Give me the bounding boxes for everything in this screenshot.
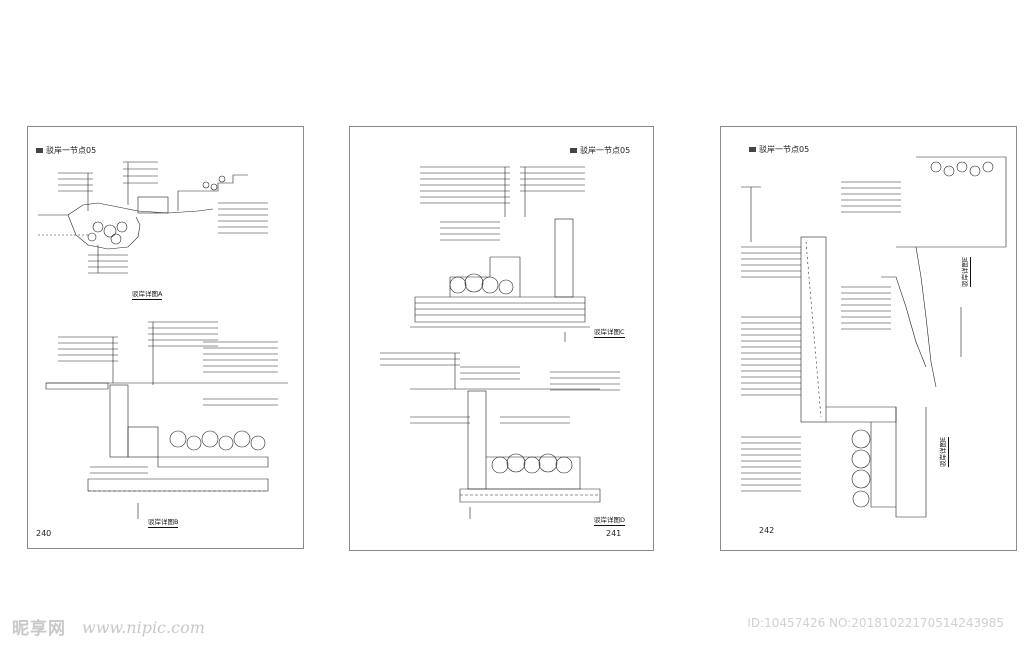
detail-drawings xyxy=(380,166,620,519)
detail-a-section xyxy=(38,161,268,274)
sheet-title: 驳岸一节点05 xyxy=(36,145,96,156)
sheet-title-text: 驳岸一节点05 xyxy=(46,146,97,155)
detail-b-section xyxy=(45,321,288,519)
title-marker-icon xyxy=(570,148,577,153)
detail-e-label-upper: 驳岸详图E xyxy=(959,256,971,287)
drawing-sheet-240: 驳岸一节点05 xyxy=(27,126,304,549)
detail-e-label-lower: 驳岸详图E xyxy=(937,436,949,467)
page-number: 242 xyxy=(759,526,775,535)
drawing-sheet-241: 驳岸一节点05 xyxy=(349,126,654,551)
detail-drawings xyxy=(741,156,1007,518)
drawing-sheet-242: 驳岸一节点05 xyxy=(720,126,1017,551)
watermark-url: www.nipic.com xyxy=(82,618,205,637)
detail-d-section xyxy=(380,352,620,519)
sheet-title-text: 驳岸一节点05 xyxy=(759,145,810,154)
detail-c-label: 驳岸详图C xyxy=(594,328,625,338)
page-number: 240 xyxy=(36,529,52,538)
title-marker-icon xyxy=(36,148,43,153)
detail-d-label: 驳岸详图D xyxy=(594,516,626,526)
detail-b-label: 驳岸详图B xyxy=(148,518,179,528)
detail-c-section xyxy=(410,166,590,342)
sheet-title-text: 驳岸一节点05 xyxy=(580,146,631,155)
page-number: 241 xyxy=(606,529,622,538)
watermark-logo: 昵享网 xyxy=(12,619,66,639)
detail-e-section xyxy=(741,156,1007,518)
detail-drawings xyxy=(38,161,288,519)
sheet-title: 驳岸一节点05 xyxy=(749,144,809,155)
sheet-title: 驳岸一节点05 xyxy=(570,145,630,156)
detail-a-label: 驳岸详图A xyxy=(132,290,163,300)
title-marker-icon xyxy=(749,147,756,152)
watermark-id: ID:10457426 NO:20181022170514243985 xyxy=(747,616,1004,630)
